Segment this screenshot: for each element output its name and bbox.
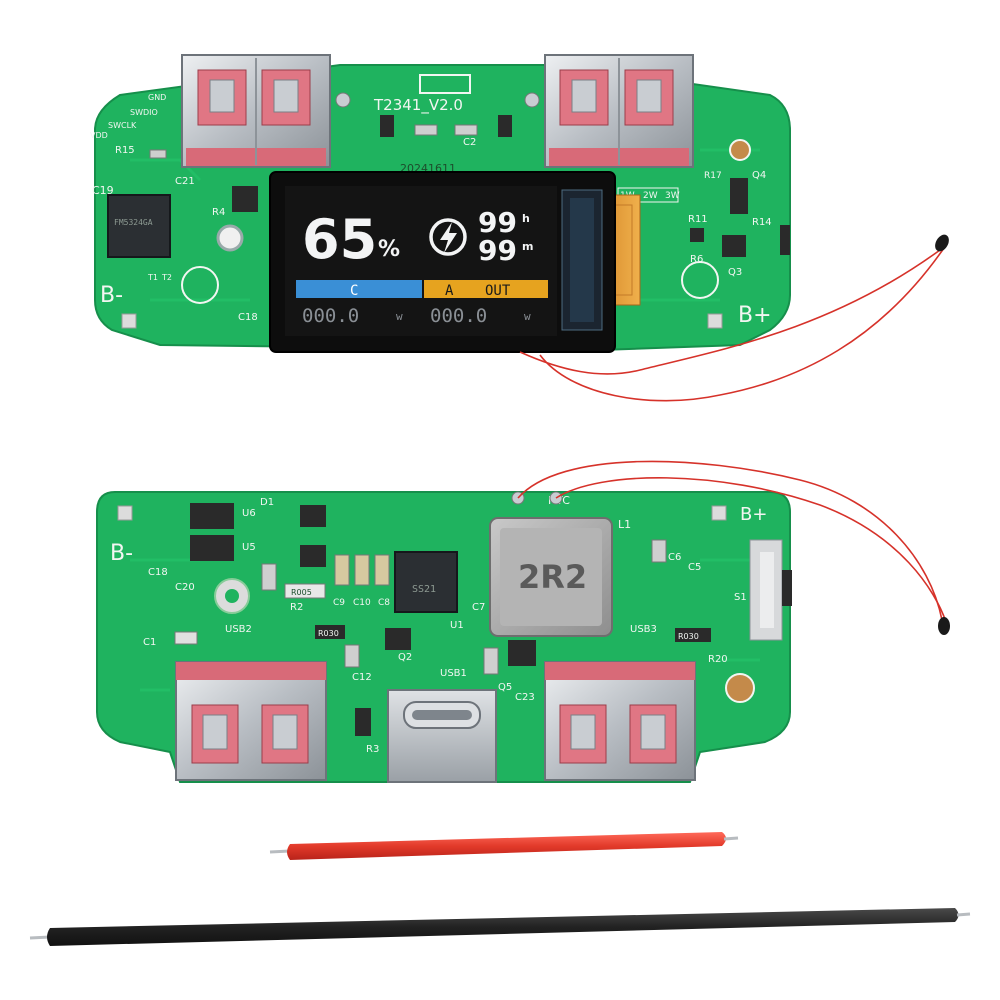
label-q2: Q2 xyxy=(398,652,412,663)
lcd-input-label: C xyxy=(350,283,358,299)
label-s1: S1 xyxy=(734,592,747,603)
label-r3: R3 xyxy=(366,744,379,755)
label-t1: T1 xyxy=(147,273,158,282)
ntc-wire-top xyxy=(519,234,949,402)
label-d1: D1 xyxy=(260,497,274,508)
inductor-marking: 2R2 xyxy=(518,558,587,596)
lcd-input-unit: w xyxy=(396,310,403,323)
label-c8: C8 xyxy=(378,598,390,608)
bottom-usb-a-left xyxy=(175,661,327,781)
label-l1: L1 xyxy=(618,518,631,531)
label-gnd: GND xyxy=(148,93,166,102)
top-mcu-chip: FM5324GA xyxy=(107,194,171,258)
lcd-hours-unit: h xyxy=(522,212,530,225)
label-r15: R15 xyxy=(115,145,135,156)
top-usb-port-left xyxy=(181,54,331,168)
lcd-input-power: 000.0 xyxy=(302,305,359,327)
top-mcu-marking: FM5324GA xyxy=(114,218,153,227)
red-wire xyxy=(269,832,739,860)
label-swclk: SWCLK xyxy=(108,121,137,130)
bottom-ic-marking: SS21 xyxy=(412,584,436,595)
top-label-b-plus: B+ xyxy=(738,303,772,328)
label-vdd: VDD xyxy=(90,131,108,140)
top-pcb-board: T2341_V2.0 20241611 C2 FM5324GA B- C19 C… xyxy=(90,54,791,353)
top-usb-port-right xyxy=(544,54,694,168)
bottom-label-b-minus: B- xyxy=(110,541,133,566)
label-c9: C9 xyxy=(333,598,345,608)
label-q3: Q3 xyxy=(728,267,742,278)
label-r4: R4 xyxy=(212,207,225,218)
bottom-usb-a-right xyxy=(544,661,696,781)
label-c21: C21 xyxy=(175,176,195,187)
lcd-output-power: 000.0 xyxy=(430,305,487,327)
label-q4: Q4 xyxy=(752,170,766,181)
label-t2: T2 xyxy=(161,273,172,282)
bottom-label-b-plus: B+ xyxy=(740,504,767,525)
bottom-usb-c-port xyxy=(355,689,497,783)
label-2w: 2W xyxy=(643,191,658,201)
label-c19: C19 xyxy=(92,184,114,197)
lcd-minutes-unit: m xyxy=(522,240,533,253)
bottom-main-ic: SS21 xyxy=(394,551,458,613)
label-r030-left: R030 xyxy=(318,629,339,638)
lcd-display: 65 % 99 h 99 m C A OUT 000.0 w 000.0 w xyxy=(269,171,616,353)
bottom-pcb-board: SS21 2R2 B- B+ L1 NTC U6 U5 D1 C18 C20 R… xyxy=(96,491,792,783)
label-c12: C12 xyxy=(352,672,372,683)
label-usb3: USB3 xyxy=(630,624,657,635)
ntc-wire-bottom xyxy=(511,460,950,635)
black-wire xyxy=(29,908,971,946)
label-c2: C2 xyxy=(463,137,476,148)
label-r17: R17 xyxy=(704,171,722,181)
top-label-b-minus: B- xyxy=(100,283,123,308)
label-c6: C6 xyxy=(668,552,681,563)
lcd-input-bar xyxy=(296,280,422,298)
label-r005: R005 xyxy=(291,588,312,597)
label-usb2: USB2 xyxy=(225,624,252,635)
label-r6: R6 xyxy=(690,254,703,265)
top-model-label: T2341_V2.0 xyxy=(373,96,463,115)
label-u6: U6 xyxy=(242,508,256,519)
label-c7: C7 xyxy=(472,602,485,613)
label-swdio: SWDIO xyxy=(130,108,158,117)
label-r2: R2 xyxy=(290,602,303,613)
lcd-output-unit: w xyxy=(524,310,531,323)
label-c1: C1 xyxy=(143,637,156,648)
label-r11: R11 xyxy=(688,214,708,225)
lcd-output-label-a: A xyxy=(445,283,454,299)
label-c10: C10 xyxy=(353,598,371,608)
label-3w: 3W xyxy=(665,191,680,201)
label-u5: U5 xyxy=(242,542,256,553)
label-c23: C23 xyxy=(515,692,535,703)
label-c20: C20 xyxy=(175,582,195,593)
lcd-battery-percent: 65 xyxy=(302,208,377,271)
lcd-output-bar xyxy=(424,280,548,298)
lcd-output-label-out: OUT xyxy=(485,283,511,299)
label-r20: R20 xyxy=(708,654,728,665)
label-usb1: USB1 xyxy=(440,668,467,679)
label-q5: Q5 xyxy=(498,682,512,693)
label-u1: U1 xyxy=(450,620,464,631)
lcd-percent-unit: % xyxy=(378,237,400,262)
lcd-hours-value: 99 xyxy=(478,206,517,239)
lightning-icon xyxy=(429,218,467,256)
label-c5: C5 xyxy=(688,562,701,573)
label-c18: C18 xyxy=(238,312,258,323)
label-r030-right: R030 xyxy=(678,632,699,641)
inductor: 2R2 xyxy=(489,517,613,637)
lcd-minutes-value: 99 xyxy=(478,234,517,267)
label-c18-bottom: C18 xyxy=(148,567,168,578)
label-r14: R14 xyxy=(752,217,772,228)
